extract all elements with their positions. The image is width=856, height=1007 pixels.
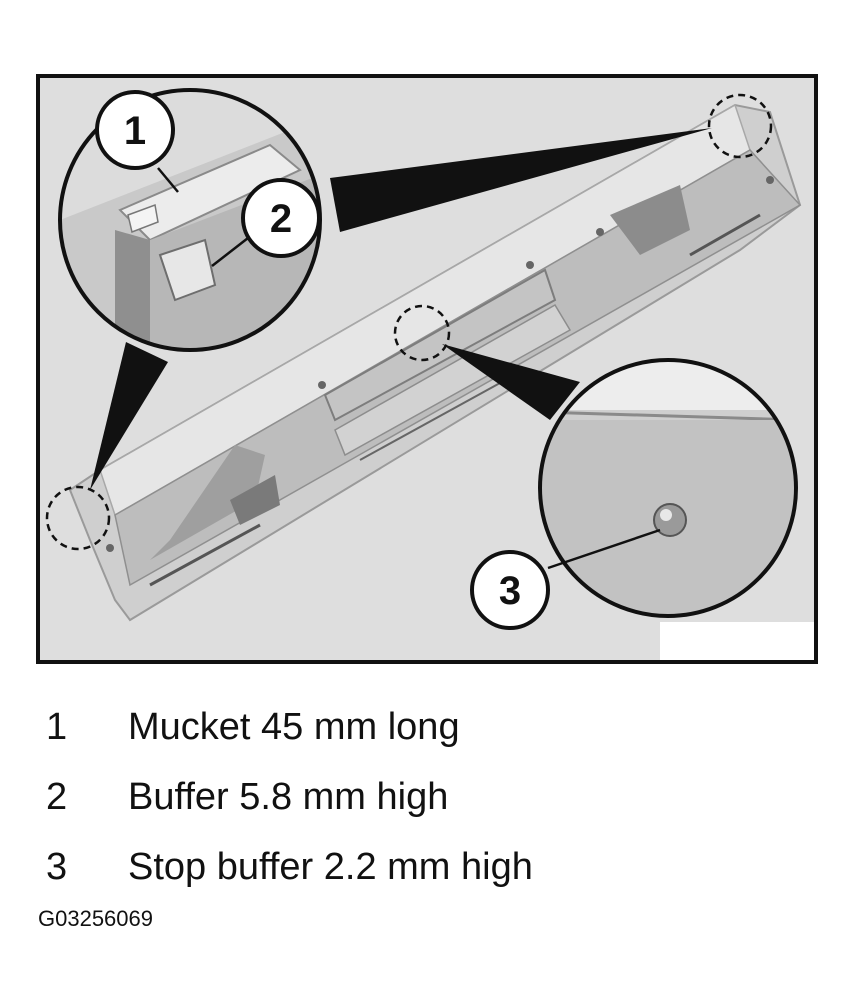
callout-3-number: 3: [499, 569, 521, 613]
leader-wedge-left: [90, 342, 168, 490]
legend-number: 1: [46, 706, 68, 748]
legend-number: 2: [46, 776, 68, 818]
exploded-diagram: 1 2 3: [36, 74, 818, 664]
callout-2-number: 2: [270, 197, 292, 241]
legend-row-1: 1 Mucket 45 mm long: [0, 706, 856, 756]
magnified-circle-3: [538, 358, 798, 618]
legend-row-2: 2 Buffer 5.8 mm high: [0, 776, 856, 826]
detail-marker-left: [45, 485, 111, 551]
legend-row-3: 3 Stop buffer 2.2 mm high: [0, 846, 856, 896]
callout-1-number: 1: [124, 109, 146, 153]
legend-text: Mucket 45 mm long: [128, 706, 460, 748]
rail-part: [68, 103, 802, 622]
callout-2-circle: [241, 178, 321, 258]
magnified-detail-1-2: [60, 90, 320, 350]
legend-number: 3: [46, 846, 68, 888]
callout-3-circle: [470, 550, 550, 630]
leader-wedge-top: [330, 128, 712, 232]
callout-2-leader: [211, 237, 249, 267]
callout-1-circle: [95, 90, 175, 170]
legend-text: Stop buffer 2.2 mm high: [128, 846, 533, 888]
white-corner-patch: [660, 622, 814, 660]
detail-marker-top-right: [707, 93, 773, 159]
figure-id: G03256069: [38, 906, 153, 931]
leader-wedge-middle: [442, 344, 580, 420]
callout-3-leader: [547, 528, 661, 570]
detail-marker-middle: [393, 304, 451, 362]
callout-1-leader: [157, 167, 179, 193]
legend-text: Buffer 5.8 mm high: [128, 776, 449, 818]
